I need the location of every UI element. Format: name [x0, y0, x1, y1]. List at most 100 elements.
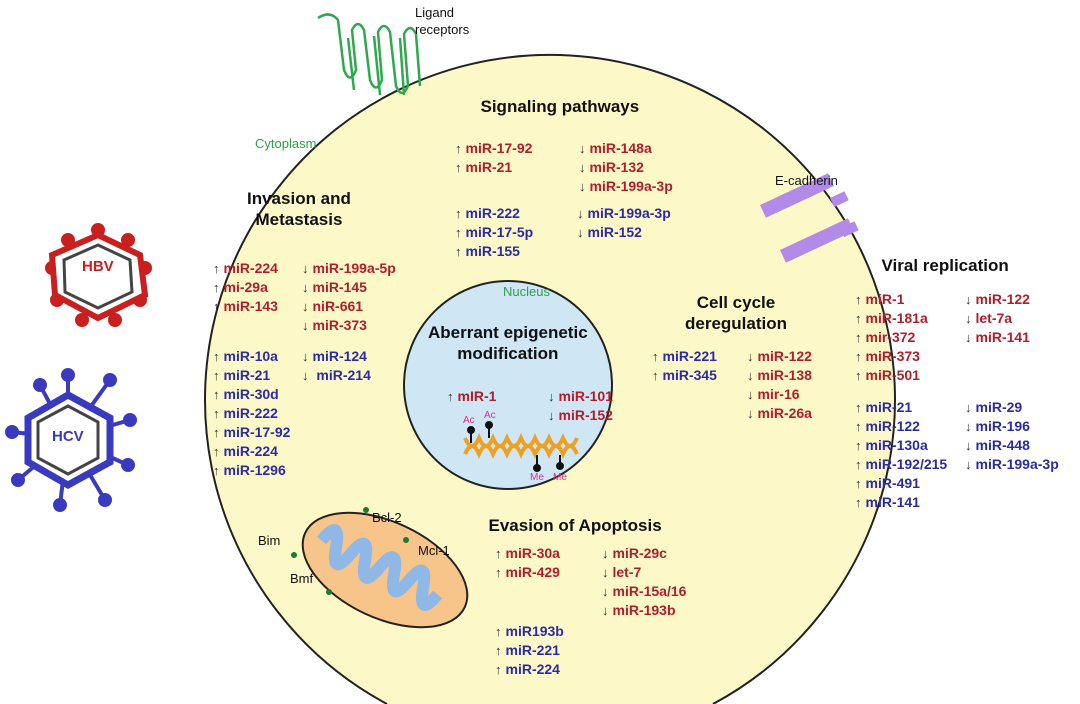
mirna-item: ↓miR-199a-3p	[965, 455, 1059, 474]
cellcycle-red-down-list: ↓miR-122↓miR-138↓mir-16↓miR-26a	[747, 347, 812, 423]
arrow-up-icon: ↑	[213, 463, 220, 478]
mirna-name: miR-132	[589, 159, 644, 175]
arrow-down-icon: ↓	[965, 330, 972, 345]
mirna-item: ↓let-7a	[965, 309, 1030, 328]
arrow-up-icon: ↑	[213, 444, 220, 459]
chromatin-icon	[463, 433, 579, 459]
mirna-name: mir-372	[865, 329, 916, 345]
mirna-name: miR-429	[505, 564, 560, 580]
arrow-up-icon: ↑	[855, 311, 862, 326]
e-cadherin-icon	[760, 173, 859, 263]
mirna-name: miR-181a	[865, 310, 928, 326]
mirna-item: ↓miR-199a-5p	[302, 259, 396, 278]
mirna-item: ↓miR-101	[548, 387, 613, 406]
arrow-up-icon: ↑	[495, 546, 502, 561]
mirna-name: miR-152	[587, 224, 642, 240]
mirna-name: mir-16	[757, 386, 800, 402]
bmf-label: Bmf	[290, 571, 314, 586]
arrow-up-icon: ↑	[213, 280, 220, 295]
mirna-item: ↑miR-21	[213, 366, 290, 385]
mirna-item: ↑miR-1296	[213, 461, 290, 480]
methyl-label: Me	[553, 472, 567, 483]
signaling-red-down-list: ↓ miR-148a ↓miR-132↓miR-199a-3p	[579, 139, 673, 196]
viral-red-down-list: ↓miR-122↓let-7a↓miR-141	[965, 290, 1030, 347]
arrow-up-icon: ↑	[495, 662, 502, 677]
mirna-item: ↓miR-373	[302, 316, 396, 335]
mirna-item: ↑miR-17-92	[455, 139, 532, 158]
epigenetic-red-down-list: ↓miR-101↓miR-152	[548, 387, 613, 425]
arrow-up-icon: ↑	[855, 368, 862, 383]
signaling-blue-down-list: ↓miR-199a-3p↓miR-152	[577, 204, 671, 242]
arrow-up-icon: ↑	[855, 349, 862, 364]
arrow-down-icon: ↓	[965, 419, 972, 434]
mirna-name: miR-196	[975, 418, 1030, 434]
mirna-item: ↑miR-501	[855, 366, 928, 385]
mirna-item: ↑miR-221	[495, 641, 564, 660]
mirna-name: miR-1	[865, 291, 905, 307]
arrow-up-icon: ↑	[652, 349, 659, 364]
arrow-down-icon: ↓	[965, 400, 972, 415]
arrow-down-icon: ↓	[965, 457, 972, 472]
mirna-name: miR-373	[312, 317, 367, 333]
mirna-name: miR-122	[865, 418, 920, 434]
arrow-down-icon: ↓	[577, 225, 584, 240]
mirna-item: ↑mi-29a	[213, 278, 278, 297]
mirna-item: ↑miR-181a	[855, 309, 928, 328]
mirna-name: miR-373	[865, 348, 920, 364]
epigenetic-red-up-list: ↑mIR-1	[447, 387, 496, 406]
arrow-down-icon: ↓	[302, 318, 309, 333]
arrow-down-icon: ↓	[579, 179, 586, 194]
mirna-name: miR-17-92	[465, 140, 533, 156]
mirna-item: ↑miR193b	[495, 622, 564, 641]
mirna-item: ↓mir-16	[747, 385, 812, 404]
arrow-up-icon: ↑	[455, 160, 462, 175]
mirna-item: ↑miR-21	[455, 158, 532, 177]
mirna-item: ↑miR-491	[855, 474, 947, 493]
arrow-up-icon: ↑	[855, 400, 862, 415]
invasion-red-down-list: ↓miR-199a-5p↓miR-145↓niR-661↓miR-373	[302, 259, 396, 335]
arrow-up-icon: ↑	[455, 225, 462, 240]
mirna-item: ↓miR-152	[577, 223, 671, 242]
nucleus	[403, 280, 613, 490]
arrow-down-icon: ↓	[747, 387, 754, 402]
arrow-down-icon: ↓	[965, 311, 972, 326]
mirna-item: ↓miR-199a-3p	[579, 177, 673, 196]
arrow-down-icon: ↓	[302, 368, 309, 383]
mirna-name: let-7a	[975, 310, 1013, 326]
mirna-name: mIR-1	[457, 388, 497, 404]
mirna-name: miR-221	[662, 348, 717, 364]
epigenetic-title: Aberrant epigenetic modification	[428, 323, 588, 363]
viral-title: Viral replication	[881, 256, 1009, 275]
mirna-name: miR-21	[865, 399, 913, 415]
cytoplasm-label: Cytoplasm	[255, 136, 317, 151]
arrow-up-icon: ↑	[495, 565, 502, 580]
arrow-up-icon: ↑	[495, 643, 502, 658]
mirna-item: ↑mIR-1	[447, 387, 496, 406]
mirna-name: miR-192/215	[865, 456, 948, 472]
cellcycle-blue-up-list: ↑miR-221↑miR-345	[652, 347, 717, 385]
mirna-name: miR-148a	[589, 140, 652, 156]
mirna-item: ↓miR-15a/16	[602, 582, 686, 601]
mirna-name: miR-1296	[223, 462, 286, 478]
mirna-name: miR-122	[975, 291, 1030, 307]
mirna-item: ↑miR-373	[855, 347, 928, 366]
mirna-name: miR-29	[975, 399, 1023, 415]
mirna-name: miR-491	[865, 475, 920, 491]
mirna-item: ↓ miR-214	[302, 366, 371, 385]
mirna-name: miR-501	[865, 367, 920, 383]
methyl-label: Me	[530, 472, 544, 483]
arrow-up-icon: ↑	[855, 419, 862, 434]
mirna-item: ↓miR-132	[579, 158, 673, 177]
mirna-item: ↓let-7	[602, 563, 686, 582]
apoptosis-red-up-list: ↑miR-30a↑miR-429	[495, 544, 560, 582]
mirna-item: ↑miR-224	[495, 660, 564, 679]
arrow-up-icon: ↑	[455, 244, 462, 259]
mirna-name: miR-26a	[757, 405, 812, 421]
mirna-item: ↓miR-152	[548, 406, 613, 425]
arrow-down-icon: ↓	[747, 406, 754, 421]
mirna-name: let-7	[612, 564, 642, 580]
ligand-receptors-label: Ligand receptors	[415, 5, 470, 37]
signaling-red-up-list: ↑miR-17-92↑miR-21	[455, 139, 532, 177]
apoptosis-title: Evasion of Apoptosis	[488, 516, 662, 535]
arrow-down-icon: ↓	[302, 349, 309, 364]
